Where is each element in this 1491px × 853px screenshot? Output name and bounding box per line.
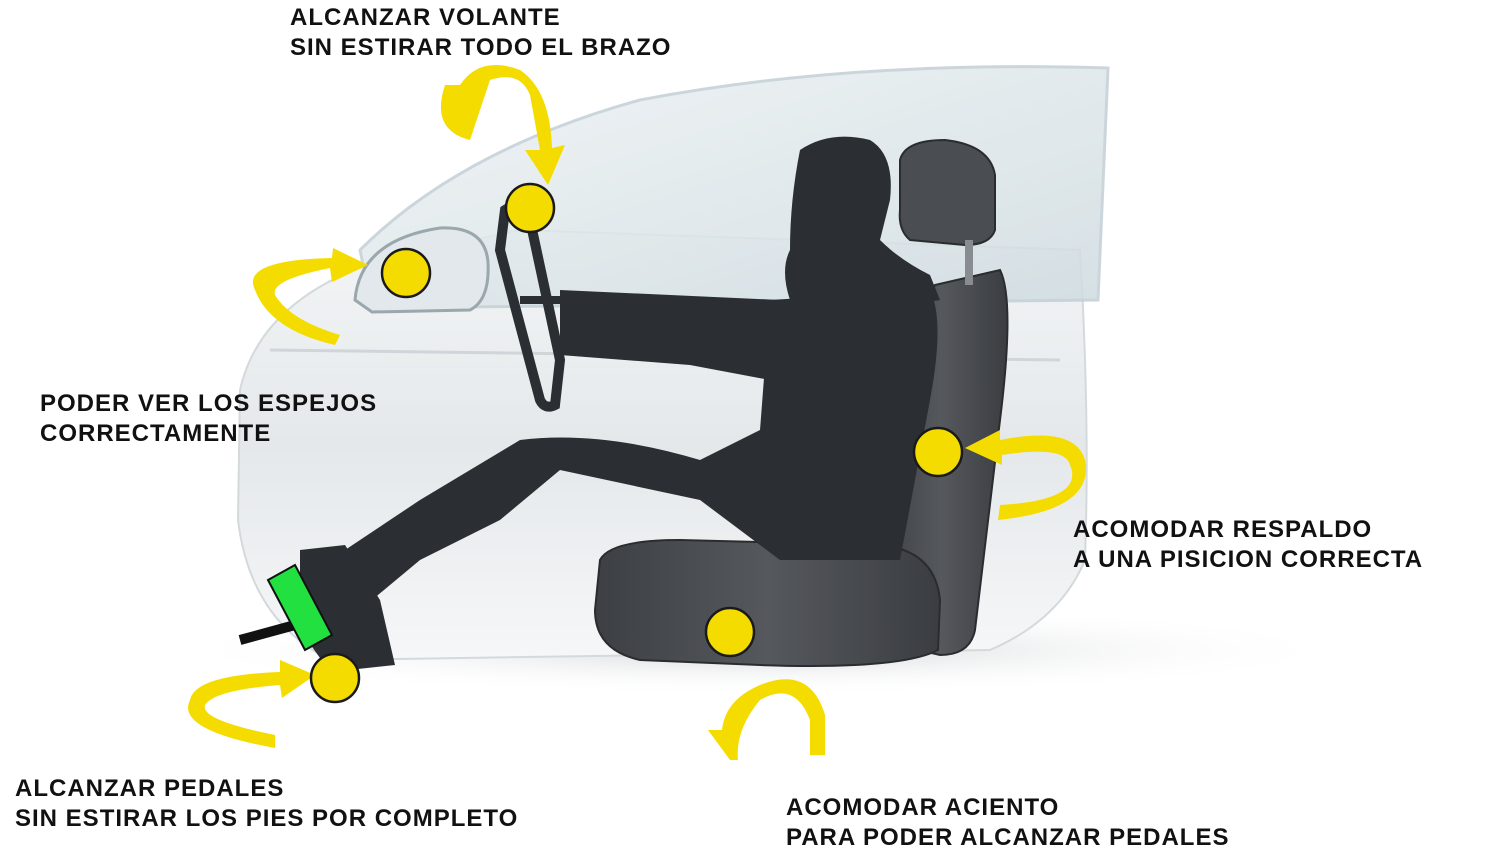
headrest-post [965,240,973,285]
label-pedals-line1: ALCANZAR PEDALES [15,775,285,802]
marker-group [309,182,964,704]
label-pedals: ALCANZAR PEDALES SIN ESTIRAR LOS PIES PO… [15,774,518,834]
pedal [238,563,334,652]
label-steering: ALCANZAR VOLANTE SIN ESTIRAR TODO EL BRA… [290,3,671,63]
label-mirrors-line2: CORRECTAMENTE [40,420,272,447]
marker-pedal [309,652,361,704]
label-backrest-line1: ACOMODAR RESPALDO [1073,516,1373,543]
label-seat: ACOMODAR ACIENTO PARA PODER ALCANZAR PED… [786,793,1229,853]
car-window [358,65,1110,310]
marker-seat [704,606,756,658]
seat-cushion [593,538,942,667]
label-seat-line1: ACOMODAR ACIENTO [786,794,1060,821]
marker-mirror [380,247,432,299]
label-steering-line2: SIN ESTIRAR TODO EL BRAZO [290,34,672,61]
seat-headrest [898,138,996,247]
label-mirrors-line1: PODER VER LOS ESPEJOS [40,390,378,417]
label-seat-line2: PARA PODER ALCANZAR PEDALES [786,824,1230,851]
marker-steering [504,182,556,234]
driver-silhouette [300,136,940,672]
curved-arrow-icon [188,65,1086,760]
label-mirrors: PODER VER LOS ESPEJOS CORRECTAMENTE [40,389,377,449]
label-backrest: ACOMODAR RESPALDO A UNA PISICION CORRECT… [1073,515,1423,575]
marker-backrest [912,426,964,478]
label-pedals-line2: SIN ESTIRAR LOS PIES POR COMPLETO [15,805,519,832]
label-steering-line1: ALCANZAR VOLANTE [290,4,561,31]
label-backrest-line2: A UNA PISICION CORRECTA [1073,546,1424,573]
